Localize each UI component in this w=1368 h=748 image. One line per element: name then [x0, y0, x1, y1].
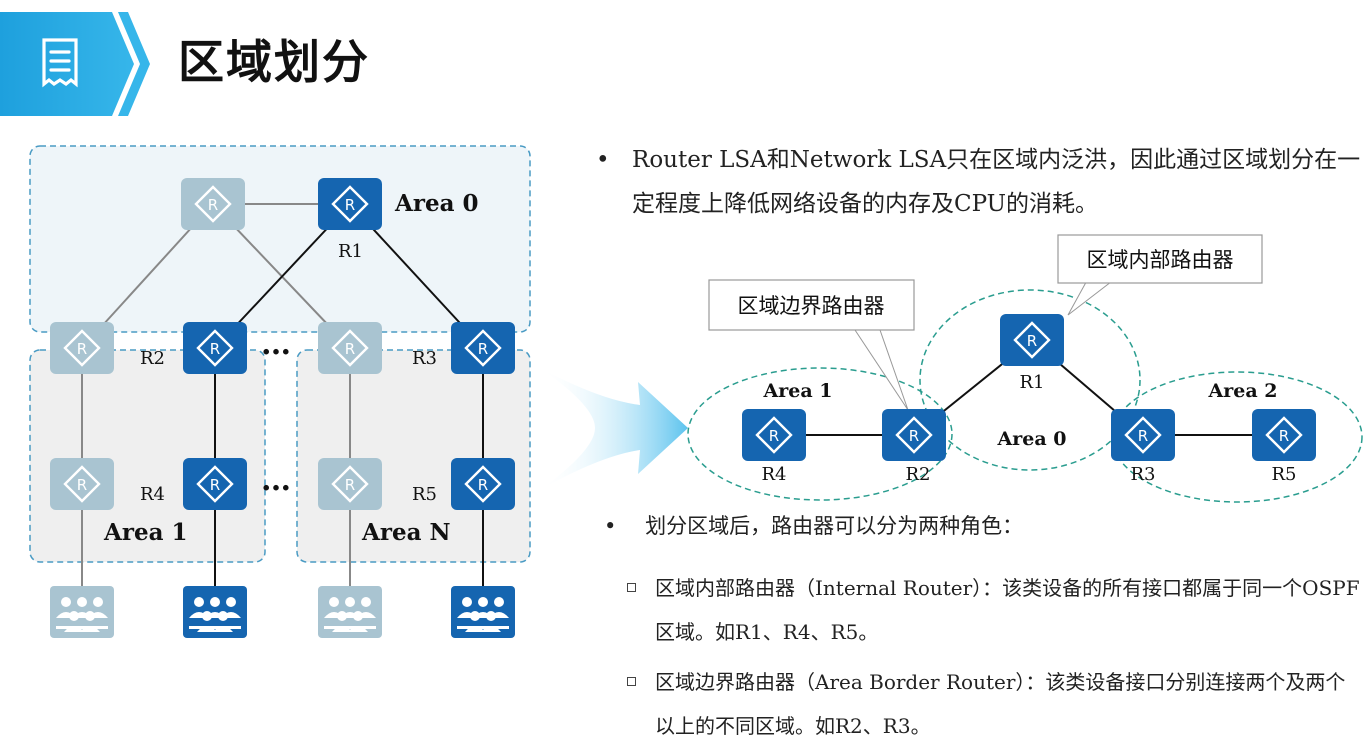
right-network-diagram: R 区域边界路由器 区域内部路由器 Area 1 Area 0 Area 2 R… [687, 234, 1363, 503]
label-area1: Area 1 [103, 519, 188, 546]
router-r4-icon [740, 407, 808, 463]
label-r3: R3 [1130, 464, 1155, 485]
label-r4: R4 [761, 464, 786, 485]
router-light-icon [179, 176, 247, 232]
users-dark-icon [183, 586, 247, 638]
callout-ir-box [1057, 234, 1263, 284]
callout-abr-pointer [854, 329, 909, 411]
square-bullet-icon [627, 677, 636, 686]
router-light-icon [48, 456, 116, 512]
label-r2: R2 [140, 348, 165, 369]
sub-bullet-abr-text: 区域边界路由器（Area Border Router）：该类设备接口分别连接两个… [655, 670, 1346, 738]
transition-arrow [540, 368, 688, 490]
router-r5-icon [1250, 407, 1318, 463]
label-areaN: Area N [361, 519, 451, 546]
bullet-lsa-text: Router LSA和Network LSA只在区域内泛洪，因此通过区域划分在一… [632, 147, 1361, 217]
area0-ellipse [919, 289, 1141, 471]
router-r2-icon [181, 320, 249, 376]
bullet-roles: • 划分区域后，路由器可以分为两种角色： [604, 514, 1024, 538]
bullet-roles-text: 划分区域后，路由器可以分为两种角色： [645, 514, 1024, 538]
router-r5-icon [449, 456, 517, 512]
ellipsis-top: … [261, 327, 291, 362]
router-r1-icon [316, 176, 384, 232]
label-r5: R5 [412, 484, 437, 505]
callout-ir-text: 区域内部路由器 [1087, 248, 1234, 272]
square-bullet-icon [627, 583, 636, 592]
label-r1: R1 [1019, 372, 1044, 393]
users-dark-icon [451, 586, 515, 638]
bullet-lsa: • Router LSA和Network LSA只在区域内泛洪，因此通过区域划分… [596, 138, 1366, 226]
sub-bullet-internal-text: 区域内部路由器（Internal Router）：该类设备的所有接口都属于同一个… [655, 576, 1360, 644]
label-r5: R5 [1271, 464, 1296, 485]
label-area2: Area 2 [1208, 380, 1278, 402]
callout-abr-text: 区域边界路由器 [738, 294, 885, 318]
area1-ellipse [687, 367, 953, 501]
label-r2: R2 [905, 464, 930, 485]
label-r3: R3 [412, 348, 437, 369]
label-area0: Area 0 [394, 190, 479, 217]
router-r4-icon [181, 456, 249, 512]
router-light-icon [316, 320, 384, 376]
router-light-icon [48, 320, 116, 376]
router-r3-icon [449, 320, 517, 376]
label-area0: Area 0 [997, 428, 1067, 450]
router-r2-icon [880, 407, 948, 463]
sub-bullet-abr: 区域边界路由器（Area Border Router）：该类设备接口分别连接两个… [627, 660, 1365, 748]
page-title: 区域划分 [178, 35, 370, 89]
ellipsis-bottom: … [261, 463, 291, 498]
router-light-icon [316, 456, 384, 512]
router-r1-icon [998, 312, 1066, 368]
document-icon [42, 38, 78, 88]
callout-abr-box [708, 279, 915, 331]
left-network-diagram: R [29, 145, 531, 638]
area0-zone [29, 145, 531, 333]
users-light-icon [318, 586, 382, 638]
sub-bullet-internal: 区域内部路由器（Internal Router）：该类设备的所有接口都属于同一个… [627, 566, 1365, 654]
router-r3-icon [1109, 407, 1177, 463]
label-r1: R1 [338, 241, 363, 262]
header-banner [0, 12, 150, 116]
label-area1: Area 1 [763, 380, 833, 402]
users-light-icon [50, 586, 114, 638]
label-r4: R4 [140, 484, 165, 505]
